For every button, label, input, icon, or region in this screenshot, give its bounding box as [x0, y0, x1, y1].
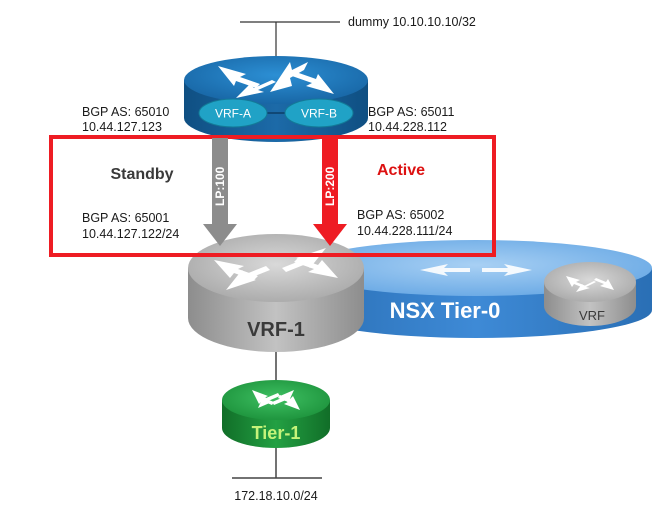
vrf-a-bgp-as: BGP AS: 65010	[82, 105, 169, 119]
vrf-b-ip: 10.44.228.112	[368, 120, 447, 134]
loopback-label: dummy 10.10.10.10/32	[348, 15, 476, 29]
tier0-arrows-icon	[420, 264, 532, 276]
vrf-b-pill[interactable]: VRF-B	[284, 98, 354, 128]
right-peer-bgp-as: BGP AS: 65002	[357, 208, 444, 222]
vrf-a-ip: 10.44.127.123	[82, 120, 162, 134]
standby-local-pref: LP:100	[213, 166, 227, 206]
vrf-b-bgp-as: BGP AS: 65011	[368, 105, 454, 119]
vrf1-gateway[interactable]: VRF-1	[188, 234, 364, 352]
small-vrf-label: VRF	[579, 308, 605, 323]
vrf1-label: VRF-1	[247, 319, 305, 341]
vrf-a-label: VRF-A	[215, 107, 251, 121]
tier1-arrows-icon	[252, 390, 300, 410]
small-vrf-arrows-icon	[566, 276, 614, 292]
standby-path-arrow: LP:100	[203, 138, 237, 246]
active-label: Active	[377, 162, 425, 179]
active-path-arrow: LP:200	[313, 138, 347, 246]
left-peer-bgp-as: BGP AS: 65001	[82, 211, 169, 225]
segment-network	[232, 448, 322, 479]
bgp-peering-highlight-box	[49, 135, 496, 257]
standby-label: Standby	[110, 166, 173, 183]
active-local-pref: LP:200	[323, 166, 337, 206]
router-arrows-icon	[218, 62, 334, 98]
vrf-b-label: VRF-B	[301, 107, 337, 121]
segment-label: 172.18.10.0/24	[234, 489, 317, 503]
left-peer-ip: 10.44.127.122/24	[82, 227, 179, 241]
vrf-a-pill[interactable]: VRF-A	[198, 98, 268, 128]
top-router[interactable]: VRF-A VRF-B	[184, 56, 368, 142]
tier1-label: Tier-1	[252, 423, 301, 443]
loopback-interface	[240, 21, 340, 56]
small-vrf-router[interactable]: VRF	[544, 262, 636, 326]
right-peer-ip: 10.44.228.111/24	[357, 224, 453, 238]
nsx-tier0-label: NSX Tier-0	[390, 298, 501, 323]
tier1-router[interactable]: Tier-1	[222, 380, 330, 448]
